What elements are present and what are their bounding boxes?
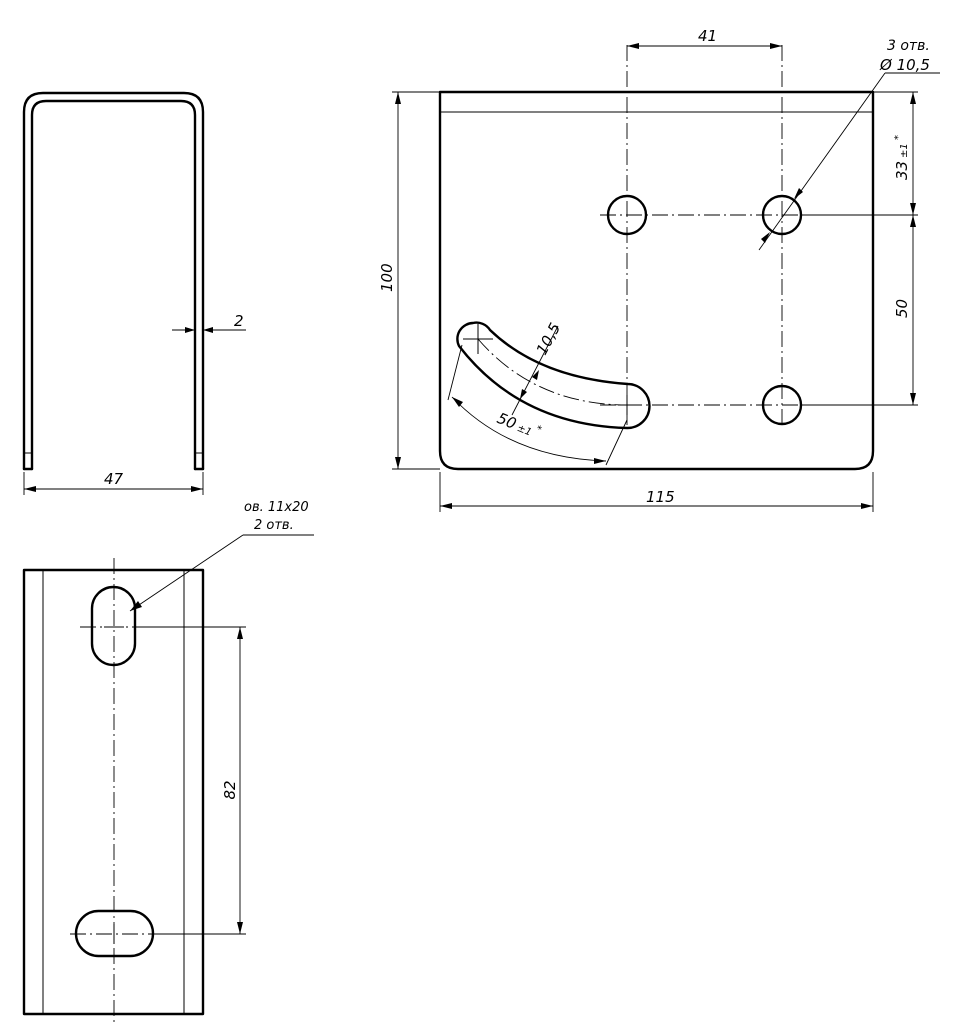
hole-spacing-x-dimension: 41 [627, 27, 782, 49]
edge-to-holes-label: 33 [893, 161, 911, 180]
height-dimension: 100 [378, 91, 440, 470]
front-inner-contour [30, 99, 197, 471]
slot-note-count: 2 отв. [254, 518, 294, 533]
width-dimension: 115 [439, 472, 874, 512]
hole-upper-left [606, 194, 648, 236]
slot-width-dimension: 10,5 [511, 320, 565, 416]
hole-spacing-y-label: 50 [893, 299, 911, 318]
thickness-dimension: 2 [172, 312, 246, 333]
slot-leader: ов. 11х20 2 отв. [129, 500, 314, 612]
thickness-label: 2 [234, 312, 244, 330]
plan-view: 41 3 отв. Ø 10,5 33 ±1 * 50 [378, 27, 940, 512]
hole-spacing-x-label: 41 [698, 27, 717, 45]
arc-slot [456, 321, 651, 430]
round-holes [606, 194, 803, 426]
bottom-outline [22, 568, 205, 1016]
edge-to-holes-mark: * [893, 135, 904, 140]
holes-note-count: 3 отв. [887, 38, 930, 54]
edge-to-holes-tolerance: ±1 [899, 143, 910, 158]
arc-radius-dimension: 50 ±1 * [447, 344, 628, 466]
front-width-dimension: 47 [23, 470, 204, 495]
bottom-view: ов. 11х20 2 отв. 82 [22, 500, 314, 1024]
holes-leader: 3 отв. Ø 10,5 [758, 38, 940, 251]
arc-radius-label: 50 [495, 409, 519, 433]
front-outer-contour [22, 91, 205, 471]
front-view: 2 47 [22, 91, 246, 495]
slot-spacing-dimension: 82 [136, 626, 246, 935]
slot-spacing-label: 82 [221, 780, 239, 799]
width-label: 115 [646, 488, 675, 506]
holes-note-diameter: Ø 10,5 [879, 56, 930, 74]
arc-radius-mark: * [534, 424, 543, 436]
plate-outline [438, 90, 875, 471]
right-vertical-dimensions: 33 ±1 * 50 [800, 91, 918, 406]
slot-width-label: 10,5 [533, 320, 565, 358]
front-width-label: 47 [104, 470, 124, 488]
slot-note-size: ов. 11х20 [244, 500, 309, 515]
height-label: 100 [378, 263, 396, 292]
lower-slot [74, 909, 155, 958]
upper-slot [90, 585, 137, 667]
arc-slot-contour [456, 321, 651, 430]
arc-radius-tolerance: ±1 [515, 423, 533, 439]
